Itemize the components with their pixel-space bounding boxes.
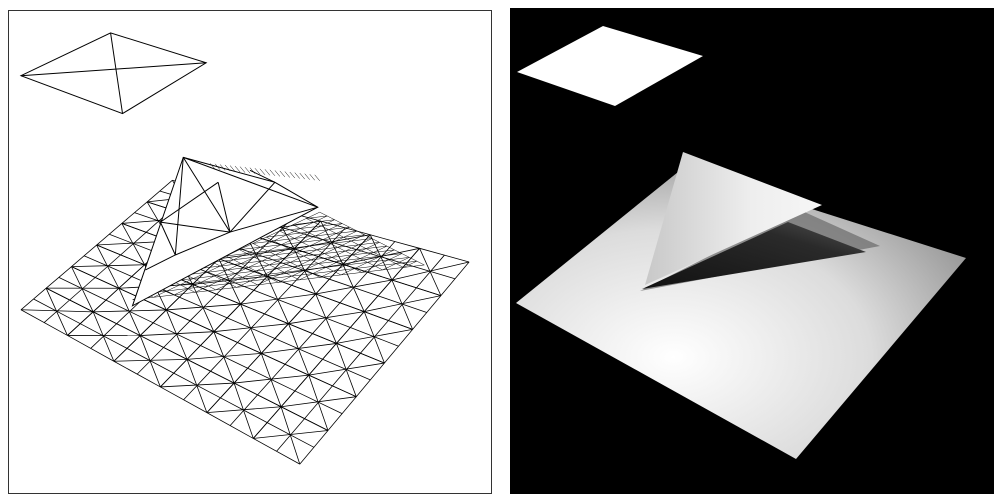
light-source-quad <box>517 26 703 106</box>
wireframe-mesh <box>19 32 470 465</box>
rendered-panel <box>510 8 994 494</box>
light-source-wireframe <box>19 32 208 115</box>
shadow-dense-mesh <box>132 163 425 301</box>
rendered-scene <box>516 26 966 459</box>
umbra-shadow <box>642 222 866 289</box>
occluder-triangle <box>645 152 822 285</box>
wireframe-panel <box>8 10 492 494</box>
occluder-triangle-wireframe <box>131 156 319 307</box>
